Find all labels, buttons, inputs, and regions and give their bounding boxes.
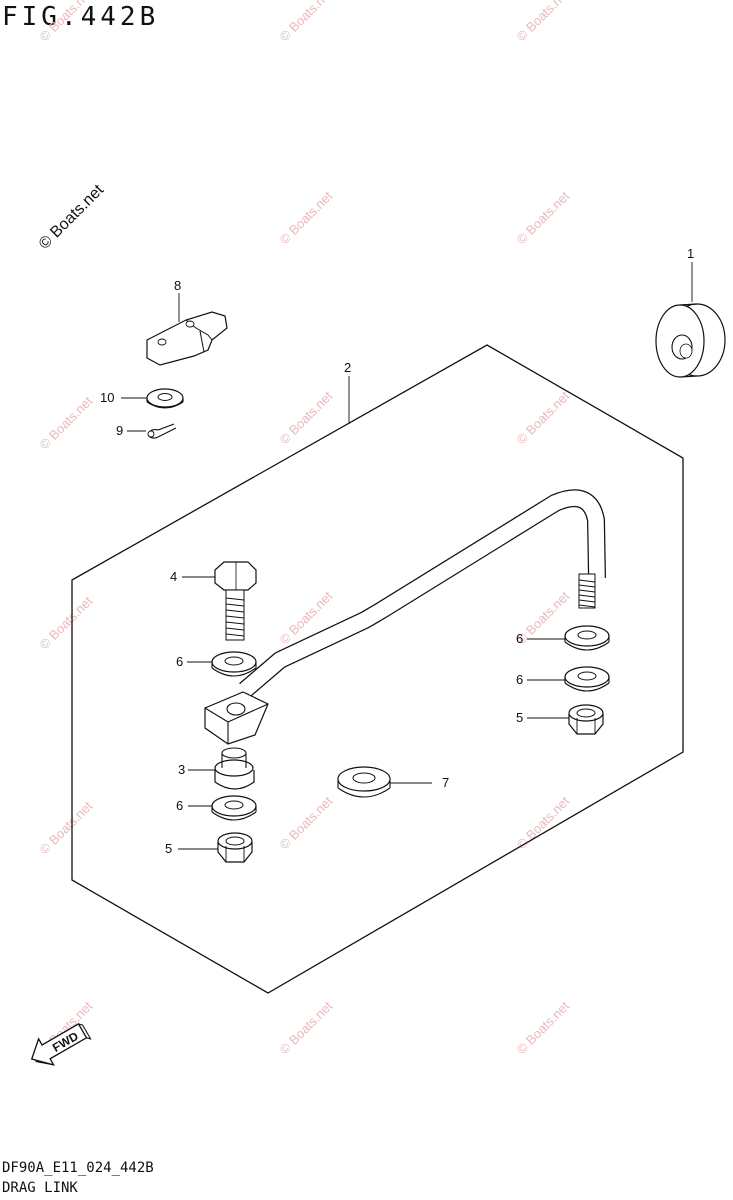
callout-6: 6: [176, 798, 183, 813]
watermark: © Boats.net: [277, 188, 336, 247]
part-10-washer[interactable]: [146, 388, 184, 409]
part-6-washer-left-upper[interactable]: [211, 651, 257, 677]
part-8-connector[interactable]: [146, 311, 228, 366]
watermark: © Boats.net: [37, 593, 96, 652]
rod-eye-block: [204, 691, 269, 745]
part-5-nut-left[interactable]: [217, 832, 253, 863]
watermark: © Boats.net: [514, 0, 573, 44]
watermark: © Boats.net: [277, 998, 336, 1057]
callout-1: 1: [687, 246, 694, 261]
watermark: © Boats.net: [37, 798, 96, 857]
callout-6: 6: [516, 672, 523, 687]
rod-threaded-end: [578, 573, 596, 609]
leader-lines: [121, 262, 693, 850]
callout-8: 8: [174, 278, 181, 293]
watermark: © Boats.net: [514, 998, 573, 1057]
callout-5: 5: [516, 710, 523, 725]
part-5-nut-right[interactable]: [568, 704, 604, 735]
watermark: © Boats.net: [36, 181, 108, 253]
watermark: © Boats.net: [514, 388, 573, 447]
watermark: © Boats.net: [277, 793, 336, 852]
model-code: DF90A_E11_024_442B: [2, 1160, 154, 1176]
callout-4: 4: [170, 569, 177, 584]
part-1-grommet[interactable]: [655, 303, 726, 378]
watermark: © Boats.net: [277, 388, 336, 447]
watermark-layer: © Boats.net © Boats.net © Boats.net © Bo…: [36, 0, 573, 1057]
watermark: © Boats.net: [37, 393, 96, 452]
drag-link-rod[interactable]: [204, 489, 606, 745]
callout-10: 10: [100, 390, 114, 405]
part-3-bushing[interactable]: [214, 747, 255, 790]
figure-name: DRAG LINK: [2, 1180, 78, 1196]
part-9-cotter-pin[interactable]: [147, 423, 177, 439]
part-7-washer[interactable]: [337, 766, 391, 798]
kit-outline: [71, 344, 684, 994]
callout-3: 3: [178, 762, 185, 777]
part-4-bolt[interactable]: [214, 561, 257, 641]
watermark: © Boats.net: [277, 0, 336, 44]
part-6-washer-right-upper[interactable]: [564, 625, 610, 651]
callout-2: 2: [344, 360, 351, 375]
callout-6: 6: [176, 654, 183, 669]
callout-6: 6: [516, 631, 523, 646]
figure-title: FIG.442B: [2, 2, 160, 32]
part-6-washer-right-lower[interactable]: [564, 666, 610, 692]
callout-5: 5: [165, 841, 172, 856]
part-6-washer-left-lower[interactable]: [211, 795, 257, 821]
watermark: © Boats.net: [514, 188, 573, 247]
callout-7: 7: [442, 775, 449, 790]
watermark: © Boats.net: [37, 0, 96, 44]
watermark: © Boats.net: [514, 793, 573, 852]
callout-9: 9: [116, 423, 123, 438]
fwd-direction-arrow: FWD: [30, 1023, 92, 1066]
